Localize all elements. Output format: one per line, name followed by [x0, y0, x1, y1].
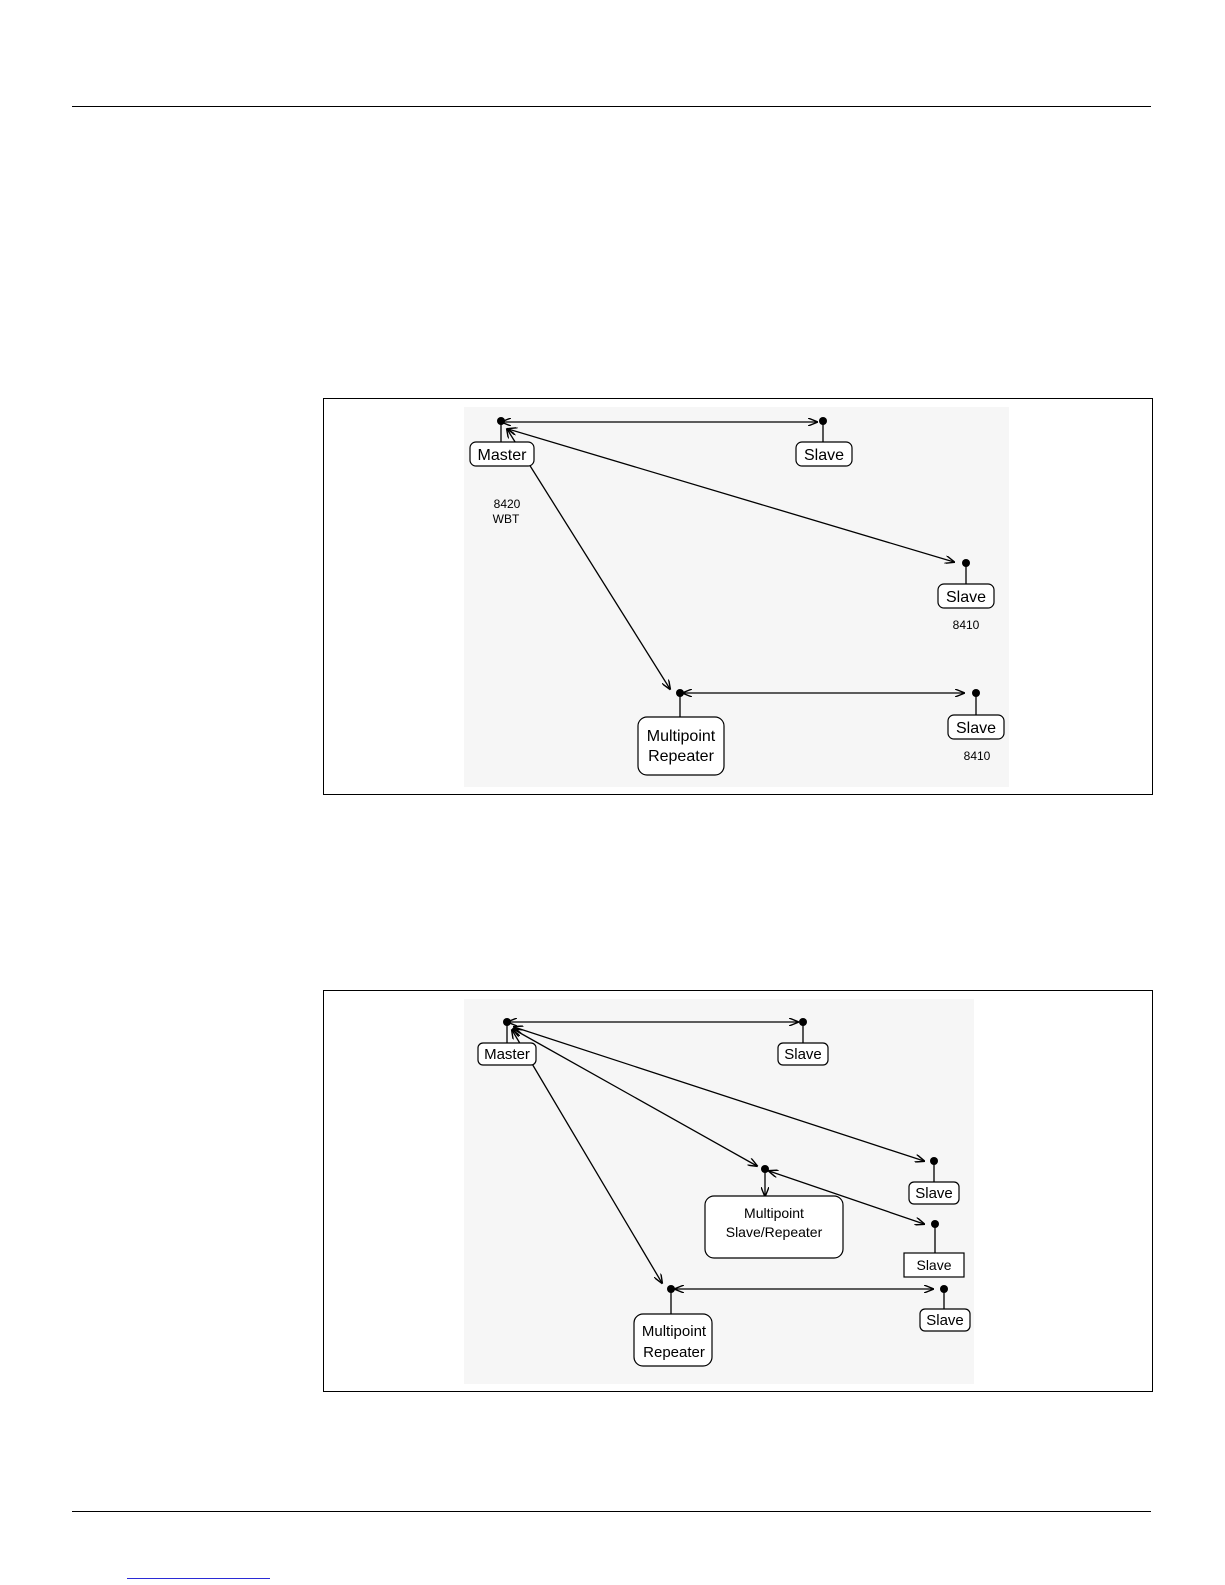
slave-bottom-note: 8410: [964, 749, 991, 763]
master-node-label: Master: [478, 447, 528, 464]
diagram-background: [464, 999, 974, 1384]
slave-right-note: 8410: [953, 618, 980, 632]
slave-top-node-label: Slave: [784, 1046, 822, 1063]
slave-mid-node-label: Slave: [916, 1257, 951, 1273]
repeater-node-box: [638, 717, 724, 775]
slave-right-node-label: Slave: [915, 1185, 953, 1202]
figure-1-diagram: Master 8420 WBT Slave Slave 8410 Multipo…: [324, 399, 1152, 794]
slave-repeater-node-label-line-1: Multipoint: [744, 1205, 804, 1221]
header-rule: [72, 106, 1151, 107]
slave-top-node-label: Slave: [804, 447, 844, 464]
figure-2-frame: Master Slave Slave Multipoint Slave/Repe…: [323, 990, 1153, 1392]
repeater-node-label-line-1: Multipoint: [647, 728, 716, 745]
repeater-node-label-line-2: Repeater: [643, 1344, 705, 1361]
repeater-node-label-line-2: Repeater: [648, 748, 714, 765]
master-node-label: Master: [484, 1046, 530, 1063]
slave-bottom-node-label: Slave: [956, 720, 996, 737]
repeater-node-label-line-1: Multipoint: [642, 1323, 707, 1340]
diagram-background: [464, 407, 1009, 787]
slave-right-node-label: Slave: [946, 589, 986, 606]
footer-rule: [72, 1511, 1151, 1512]
master-note-line-1: 8420: [494, 497, 521, 511]
slave-bottom-node-label: Slave: [926, 1312, 964, 1329]
footer-link-underline[interactable]: [127, 1578, 270, 1579]
master-note-line-2: WBT: [493, 512, 520, 526]
figure-1-frame: Master 8420 WBT Slave Slave 8410 Multipo…: [323, 398, 1153, 795]
figure-2-diagram: Master Slave Slave Multipoint Slave/Repe…: [324, 991, 1152, 1391]
slave-repeater-node-label-line-2: Slave/Repeater: [726, 1224, 823, 1240]
